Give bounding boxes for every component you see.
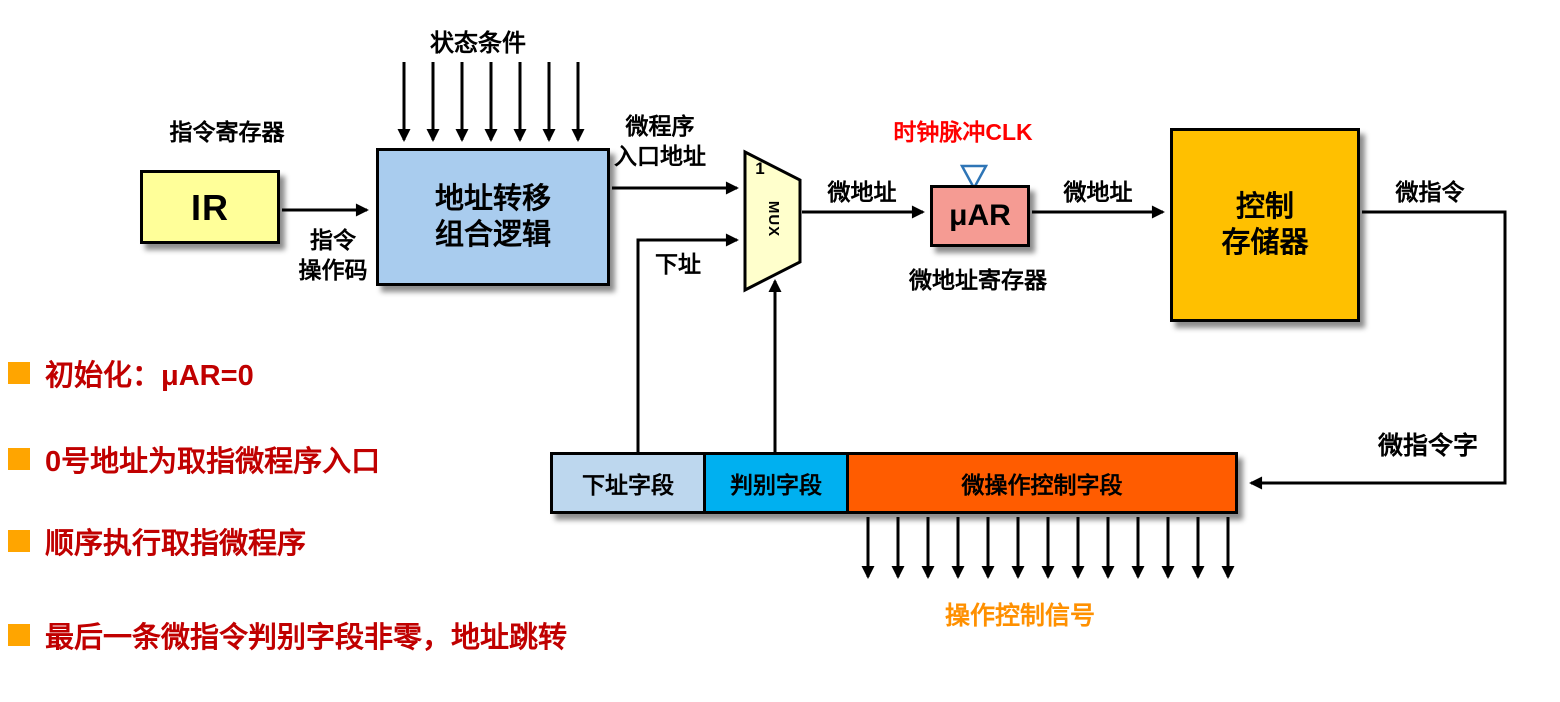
entry-address-label: 微程序 入口地址: [614, 113, 706, 169]
opcode-label: 指令 操作码: [298, 227, 368, 283]
status-conditions-label: 状态条件: [430, 30, 526, 57]
field-micro-op-control: 微操作控制字段: [846, 452, 1238, 514]
ir-register-box: IR: [140, 170, 280, 244]
micro-address-label-2: 微地址: [1063, 179, 1133, 205]
uar-caption-label: 微地址寄存器: [909, 267, 1047, 293]
clock-edge-triangle-icon: [959, 164, 989, 191]
next-address-label: 下址: [655, 251, 701, 277]
bullet-item: 0号地址为取指微程序入口: [8, 438, 380, 480]
datapath-arrows: [282, 181, 1507, 490]
micro-instruction-word-label: 微指令字: [1377, 432, 1478, 460]
bullet-text: 顺序执行取指微程序: [45, 528, 307, 560]
control-signal-arrows: [861, 517, 1235, 579]
bullet-text: 初始化：μAR=0: [45, 360, 254, 392]
mux-select-label: 1: [755, 159, 765, 178]
bullet-text: 最后一条微指令判别字段非零，地址跳转: [45, 622, 568, 654]
bullet-square-icon: [8, 448, 30, 470]
ir-title-label: 指令寄存器: [169, 119, 285, 145]
mux-label: MUX: [765, 200, 783, 238]
field-next-address: 下址字段: [550, 452, 706, 514]
bullet-square-icon: [8, 530, 30, 552]
bullet-item: 初始化：μAR=0: [8, 352, 254, 394]
bullet-square-icon: [8, 362, 30, 384]
address-transfer-logic-box: 地址转移 组合逻辑: [376, 148, 610, 286]
status-condition-arrows: [397, 62, 585, 142]
mux-shape: [743, 149, 802, 293]
bullet-item: 顺序执行取指微程序: [8, 520, 306, 562]
control-signals-label: 操作控制信号: [944, 602, 1095, 630]
control-store-box: 控制 存储器: [1170, 128, 1360, 322]
bullet-square-icon: [8, 624, 30, 646]
field-judge: 判别字段: [703, 452, 849, 514]
bullet-item: 最后一条微指令判别字段非零，地址跳转: [8, 614, 567, 656]
clock-pulse-label: 时钟脉冲CLK: [893, 119, 1033, 145]
micro-address-label-1: 微地址: [827, 179, 897, 205]
micro-instruction-label: 微指令: [1395, 179, 1465, 205]
bullet-text: 0号地址为取指微程序入口: [45, 446, 381, 478]
uar-register-box: μAR: [930, 185, 1030, 247]
microinstruction-register: 下址字段 判别字段 微操作控制字段: [550, 452, 1238, 514]
